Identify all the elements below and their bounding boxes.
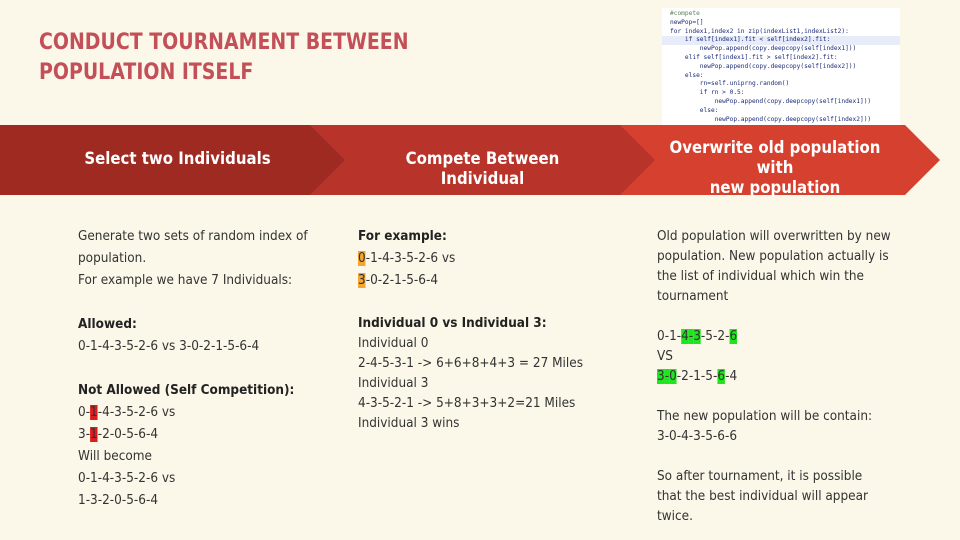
conflict-highlight: 1	[90, 405, 98, 420]
step-3-arrow	[590, 125, 940, 195]
compete-column: For example: 0-1-4-3-5-2-6 vs 3-0-2-1-5-…	[358, 226, 583, 434]
winner-highlight: 3	[657, 369, 665, 384]
step-2-arrow	[300, 125, 655, 195]
paragraph-line: that the best individual will appear	[657, 489, 868, 504]
step-3-label: Overwrite old population with new popula…	[656, 138, 894, 198]
paragraph-line: twice.	[657, 509, 693, 524]
new-population: 3-0-4-3-5-6-6	[657, 429, 738, 444]
individual-3-calc: 4-3-5-2-1 -> 5+8+3+3+2=21 Miles	[358, 396, 576, 411]
allowed-example: 0-1-4-3-5-2-6 vs 3-0-2-1-5-6-4	[78, 339, 260, 354]
allowed-heading: Allowed:	[78, 317, 137, 332]
intro-line: For example we have 7 Individuals:	[78, 273, 293, 288]
winner-highlight: 6	[729, 329, 738, 344]
will-become-line-2: 1-3-2-0-5-6-4	[78, 493, 159, 508]
code-line: for index1,index2 in zip(indexList1,inde…	[670, 27, 849, 35]
slide-title-line-2: POPULATION ITSELF	[39, 60, 254, 85]
code-line: else:	[670, 71, 704, 79]
step-1-arrow	[0, 125, 345, 195]
example-line-2: 3-0-2-1-5-6-4	[358, 273, 439, 288]
code-line: newPop.append(copy.deepcopy(self[index1]…	[670, 45, 857, 53]
winner-highlight: 3	[693, 329, 701, 344]
sequence-2: 3-0-2-1-5-6-4	[657, 369, 738, 384]
winner-highlight: 4	[681, 329, 689, 344]
code-line: else:	[670, 106, 719, 114]
code-line: newPop.append(copy.deepcopy(self[index2]…	[670, 115, 872, 123]
process-arrows	[0, 125, 940, 195]
example-heading: For example:	[358, 229, 447, 244]
index-highlight: 0	[358, 251, 366, 266]
paragraph-line: population. New population actually is	[657, 249, 889, 264]
individual-3-label: Individual 3	[358, 376, 429, 391]
slide-title: CONDUCT TOURNAMENT BETWEEN POPULATION IT…	[39, 28, 409, 88]
code-line: newPop.append(copy.deepcopy(self[index1]…	[670, 97, 872, 105]
paragraph-line: tournament	[657, 289, 729, 304]
vs-label: VS	[657, 349, 673, 364]
intro-line: Generate two sets of random index of	[78, 229, 308, 244]
overwrite-column: Old population will overwritten by new p…	[657, 227, 891, 527]
select-individuals-column: Generate two sets of random index of pop…	[78, 226, 308, 512]
paragraph-line: the list of individual which win the	[657, 269, 864, 284]
code-line: if rn > 0.5:	[670, 89, 745, 97]
intro-line: population.	[78, 251, 147, 266]
not-allowed-line-1: 0-1-4-3-5-2-6 vs	[78, 405, 176, 420]
step-3-label-line-1: Overwrite old population with	[669, 138, 881, 178]
slide-title-line-1: CONDUCT TOURNAMENT BETWEEN	[39, 30, 409, 55]
code-snippet: #compete newPop=[] for index1,index2 in …	[662, 8, 900, 125]
winner-highlight: 6	[717, 369, 726, 384]
code-line: #compete	[670, 10, 700, 17]
example-line-1: 0-1-4-3-5-2-6 vs	[358, 251, 456, 266]
index-highlight: 3	[358, 273, 366, 288]
will-become-line-1: 0-1-4-3-5-2-6 vs	[78, 471, 176, 486]
code-line: elif self[index1].fit > self[index2].fit…	[670, 53, 838, 61]
code-line: newPop=[]	[670, 18, 704, 26]
winner-text: Individual 3 wins	[358, 416, 460, 431]
not-allowed-heading: Not Allowed (Self Competition):	[78, 383, 295, 398]
conflict-highlight: 1	[90, 427, 98, 442]
winner-highlight: 0	[669, 369, 677, 384]
individual-0-label: Individual 0	[358, 336, 429, 351]
paragraph-line: So after tournament, it is possible	[657, 469, 863, 484]
process-banner: Select two Individuals Compete Between I…	[0, 125, 960, 198]
not-allowed-line-2: 3-1-2-0-5-6-4	[78, 427, 159, 442]
paragraph-line: The new population will be contain:	[657, 409, 873, 424]
sequence-1: 0-1-4-3-5-2-6	[657, 329, 738, 344]
step-2-label: Compete Between Individual	[405, 149, 560, 189]
comparison-heading: Individual 0 vs Individual 3:	[358, 316, 547, 331]
step-1-label: Select two Individuals	[84, 149, 271, 169]
step-3-label-line-2: new population	[709, 178, 841, 198]
individual-0-calc: 2-4-5-3-1 -> 6+6+8+4+3 = 27 Miles	[358, 356, 584, 371]
code-line: rn=self.uniprng.random()	[670, 80, 790, 88]
code-line: newPop.append(copy.deepcopy(self[index2]…	[670, 62, 857, 70]
will-become-label: Will become	[78, 449, 152, 464]
code-line: if self[index1].fit < self[index2].fit:	[662, 36, 900, 46]
paragraph-line: Old population will overwritten by new	[657, 229, 891, 244]
